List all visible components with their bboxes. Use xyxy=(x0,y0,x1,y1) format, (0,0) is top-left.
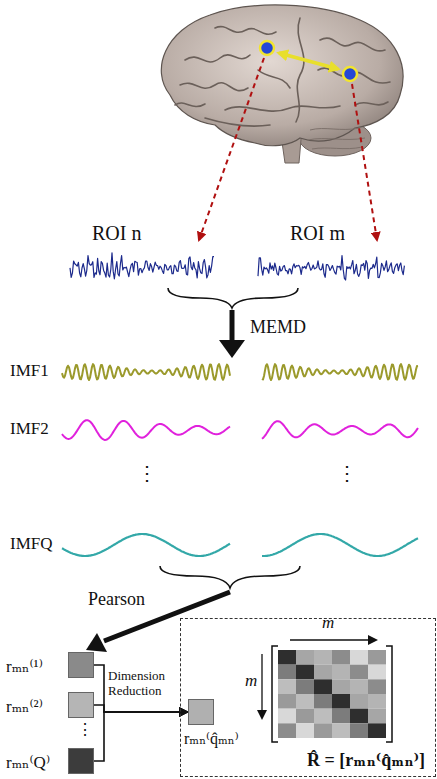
matrix-cell xyxy=(314,709,332,724)
text-label: Pearson xyxy=(88,590,145,610)
dimension-arrow xyxy=(290,639,376,640)
brace xyxy=(168,288,298,308)
correlation-label: rₘₙ⁽¹⁾ xyxy=(6,658,43,677)
arrow-head xyxy=(86,633,107,652)
matrix-cell xyxy=(350,694,368,709)
eeg-signal xyxy=(70,253,214,279)
text-label: Dimension Reduction xyxy=(108,668,178,698)
correlation-square xyxy=(68,692,94,718)
matrix-cell xyxy=(296,650,314,665)
merge-connector xyxy=(94,705,188,712)
matrix-cell xyxy=(368,694,386,709)
text-label: ⋮ xyxy=(77,721,93,739)
correlation-node: rₘₙ⁽²⁾ xyxy=(6,692,94,718)
matrix-cell xyxy=(278,709,296,724)
matrix-cell xyxy=(368,650,386,665)
matrix-bracket xyxy=(386,646,392,742)
matrix-cell xyxy=(314,665,332,680)
imf-wave xyxy=(262,364,418,380)
matrix-cell xyxy=(350,723,368,738)
text-label: m xyxy=(322,614,334,633)
matrix-cell xyxy=(350,679,368,694)
matrix-cell xyxy=(278,650,296,665)
text-label: ⋮ xyxy=(137,462,157,484)
eeg-signal xyxy=(258,256,404,280)
matrix-cell xyxy=(368,723,386,738)
matrix-cell xyxy=(296,694,314,709)
matrix-cell xyxy=(278,665,296,680)
matrix-cell xyxy=(332,723,350,738)
matrix-cell xyxy=(368,709,386,724)
matrix-cell xyxy=(314,650,332,665)
arrow-head xyxy=(219,340,245,358)
imf-wave xyxy=(62,420,230,440)
matrix-illustration xyxy=(278,650,386,738)
matrix-cell xyxy=(314,679,332,694)
text-label: ROI m xyxy=(290,222,345,244)
correlation-square xyxy=(68,748,94,774)
matrix-cell xyxy=(314,694,332,709)
matrix-cell xyxy=(332,709,350,724)
correlation-square xyxy=(188,699,214,725)
correlation-square xyxy=(68,652,94,678)
matrix-cell xyxy=(296,709,314,724)
text-label: m xyxy=(245,672,257,691)
matrix-bracket xyxy=(272,646,278,742)
text-label: ROI n xyxy=(92,222,141,244)
matrix-cell xyxy=(350,709,368,724)
pointer-arrow xyxy=(199,58,264,240)
text-label: IMF1 xyxy=(10,362,49,381)
matrix-cell xyxy=(296,665,314,680)
correlation-label: rₘₙ⁽²⁾ xyxy=(6,698,43,717)
matrix-cell xyxy=(314,723,332,738)
matrix-cell xyxy=(332,665,350,680)
imf-wave xyxy=(62,364,230,380)
matrix-cell xyxy=(368,679,386,694)
text-label: ⋮ xyxy=(337,462,357,484)
matrix-cell xyxy=(368,665,386,680)
imf-wave xyxy=(262,421,418,439)
matrix-cell xyxy=(332,679,350,694)
flow-arrow xyxy=(230,310,235,342)
waveforms xyxy=(62,253,418,556)
dimension-arrow xyxy=(261,654,262,718)
pointer-arrow xyxy=(352,84,377,240)
matrix-cell xyxy=(278,679,296,694)
matrix-cell xyxy=(296,723,314,738)
matrix-cell xyxy=(278,694,296,709)
text-label: IMFQ xyxy=(10,535,53,554)
dashed-group-box: R̂ = [rₘₙ⁽q̂ₘₙ⁾] rₘₙ⁽q̂ₘₙ⁾ xyxy=(180,618,436,777)
merge-connector xyxy=(94,712,188,761)
brain-illustration xyxy=(161,5,403,163)
text-label: MEMD xyxy=(250,318,306,338)
brace xyxy=(160,566,300,588)
matrix-cell xyxy=(350,650,368,665)
text-label: IMF2 xyxy=(10,420,49,439)
correlation-node: rₘₙ⁽¹⁾ xyxy=(6,652,94,678)
matrix-formula: R̂ = [rₘₙ⁽q̂ₘₙ⁾] xyxy=(307,751,425,771)
correlation-label: rₘₙ⁽Q⁾ xyxy=(6,754,50,773)
merge-connector xyxy=(94,665,188,712)
matrix-cell xyxy=(332,694,350,709)
correlation-label: rₘₙ⁽q̂ₘₙ⁾ xyxy=(184,730,239,748)
imf-wave xyxy=(62,534,230,556)
matrix-cell xyxy=(278,723,296,738)
correlation-node: rₘₙ⁽q̂ₘₙ⁾ xyxy=(184,699,241,750)
matrix-cell xyxy=(350,665,368,680)
matrix-cell xyxy=(332,650,350,665)
correlation-node: rₘₙ⁽Q⁾ xyxy=(6,748,94,774)
imf-wave xyxy=(262,534,418,556)
matrix-cell xyxy=(296,679,314,694)
